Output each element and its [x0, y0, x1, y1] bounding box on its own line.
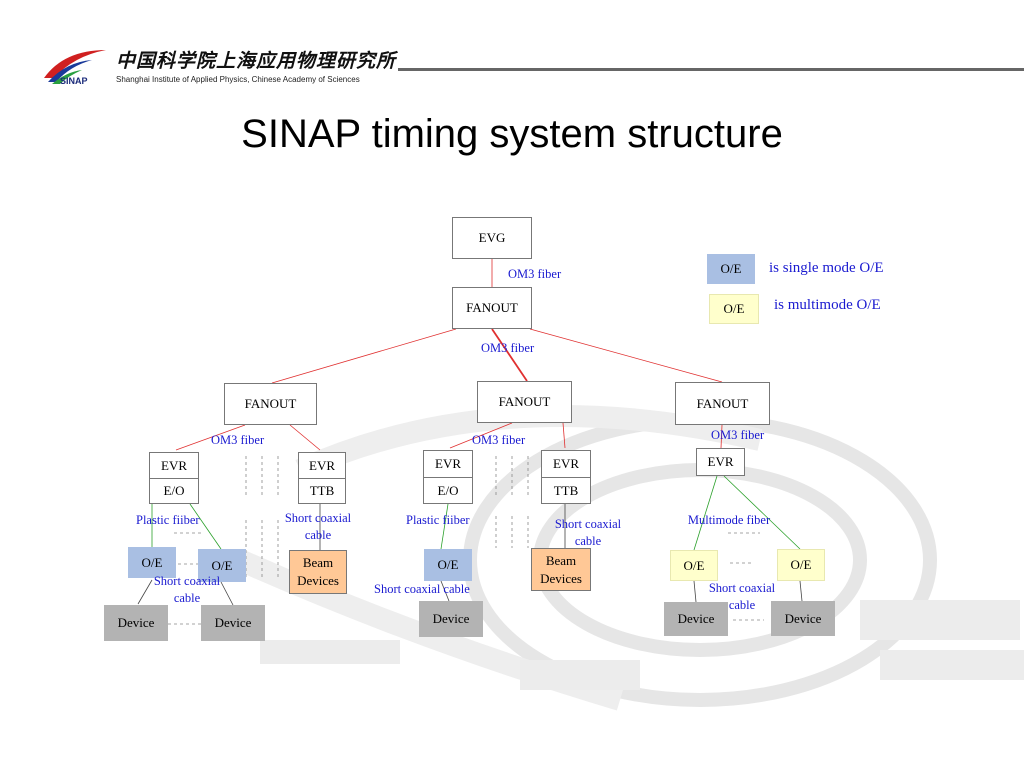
- device-box-4: Device: [664, 602, 728, 636]
- om3-fiber-label-1: OM3 fiber: [508, 267, 562, 281]
- oe-single-3: O/E: [424, 549, 472, 581]
- legend-single-mode-swatch: O/E: [707, 254, 755, 284]
- om3-fiber-label-2: OM3 fiber: [481, 341, 535, 355]
- device-box-1: Device: [104, 605, 168, 641]
- plastic-fiber-label-2: Plastic fiiber: [406, 513, 470, 527]
- short-coaxial-cable-label-3: Short coaxial cable: [153, 574, 221, 605]
- wire-center-evr2: [562, 422, 566, 449]
- beam-devices-box-1: Beam Devices: [289, 550, 347, 594]
- wire-evr-oe-4: [693, 475, 718, 551]
- evg-box: EVG: [452, 217, 532, 259]
- header-divider: [398, 68, 1024, 71]
- multimode-fiber-label: Multimode fiber: [687, 513, 771, 527]
- eo-box-2: E/O: [423, 477, 473, 504]
- evr-box-3: EVR: [423, 450, 473, 477]
- oe-single-1: O/E: [128, 547, 176, 578]
- device-box-3: Device: [419, 601, 483, 637]
- fanout-right-box: FANOUT: [675, 382, 770, 425]
- wire-fanout-center: [491, 328, 528, 382]
- wire-fanout-right: [529, 328, 723, 383]
- oe-single-2: O/E: [198, 549, 246, 582]
- ttb-box-1: TTB: [298, 478, 346, 504]
- fanout-center-box: FANOUT: [477, 381, 572, 423]
- short-coaxial-cable-label-2: Short coaxial cable: [554, 517, 622, 548]
- beam-devices-box-2: Beam Devices: [531, 548, 591, 591]
- wire-eo-oe-2: [189, 503, 222, 550]
- wire-eo-oe-3: [440, 503, 449, 550]
- device-box-5: Device: [771, 601, 835, 636]
- evr-box-5: EVR: [696, 448, 745, 476]
- fanout-left-box: FANOUT: [224, 383, 317, 425]
- fanout-main-box: FANOUT: [452, 287, 532, 329]
- legend-multimode-swatch: O/E: [709, 294, 759, 324]
- sinap-logo-icon: [44, 50, 106, 84]
- om3-fiber-label-3: OM3 fiber: [211, 433, 265, 447]
- om3-fiber-label-5: OM3 fiber: [711, 428, 765, 442]
- ttb-box-2: TTB: [541, 477, 591, 504]
- short-coaxial-cable-label-4: Short coaxial cable: [374, 582, 470, 596]
- evr-box-1: EVR: [149, 452, 199, 478]
- plastic-fiber-label-1: Plastic fiiber: [136, 513, 200, 527]
- om3-fiber-label-4: OM3 fiber: [472, 433, 526, 447]
- evr-box-2: EVR: [298, 452, 346, 478]
- oe-multi-1: O/E: [670, 550, 718, 581]
- wire-left-evr1: [175, 424, 246, 451]
- wire-evr-oe-5: [723, 475, 801, 550]
- eo-box-1: E/O: [149, 478, 199, 504]
- institute-name-chinese: 中国科学院上海应用物理研究所: [116, 50, 397, 72]
- device-box-2: Device: [201, 605, 265, 641]
- wire-right-evr: [720, 424, 723, 449]
- legend-single-mode-text: is single mode O/E: [769, 260, 884, 276]
- institute-name-english: Shanghai Institute of Applied Physics, C…: [116, 75, 360, 84]
- evr-box-4: EVR: [541, 450, 591, 477]
- page-title: SINAP timing system structure: [241, 112, 783, 156]
- wire-fanout-left: [271, 328, 457, 384]
- logo-text: SINAP: [60, 76, 88, 86]
- wire-left-evr2: [289, 424, 321, 451]
- legend-multimode-text: is multimode O/E: [774, 297, 881, 313]
- wire-center-evr1: [449, 422, 513, 449]
- oe-multi-2: O/E: [777, 549, 825, 581]
- short-coaxial-cable-label-5: Short coaxial cable: [708, 581, 776, 612]
- short-coaxial-cable-label-1: Short coaxial cable: [284, 511, 352, 542]
